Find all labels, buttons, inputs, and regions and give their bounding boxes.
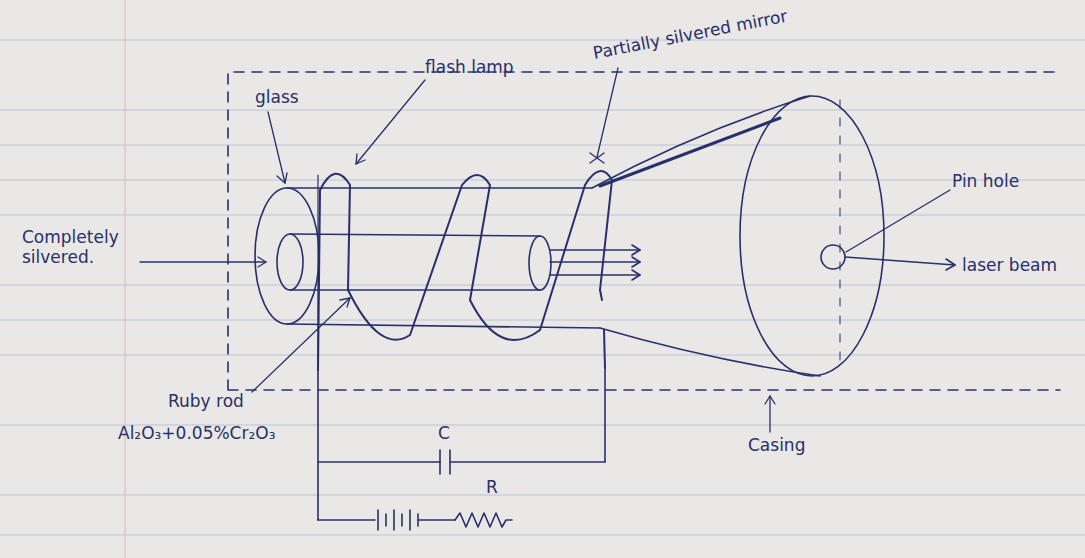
part-label: Ruby rod bbox=[168, 392, 244, 412]
part-label: Pin hole bbox=[952, 172, 1019, 192]
part-label: glass bbox=[255, 88, 299, 108]
pump-circuit bbox=[318, 368, 605, 530]
dashed-enclosure bbox=[228, 72, 1060, 390]
output-laser-beam bbox=[845, 257, 955, 270]
component-label: C bbox=[438, 424, 450, 444]
flash-lamp-coil bbox=[318, 171, 612, 370]
resistor-symbol bbox=[455, 513, 512, 527]
capacitor-symbol bbox=[440, 450, 450, 474]
part-label: flash lamp bbox=[425, 58, 514, 78]
component-label: R bbox=[486, 478, 498, 498]
glass-tube bbox=[255, 188, 600, 328]
rod-output-rays bbox=[550, 245, 640, 280]
pin-hole bbox=[821, 245, 845, 269]
composition-label: Al₂O₃+0.05%Cr₂O₃ bbox=[118, 424, 275, 444]
battery-symbol bbox=[378, 510, 455, 530]
leader-lines bbox=[140, 68, 950, 432]
part-label: Completely silvered. bbox=[22, 228, 137, 267]
casing bbox=[592, 96, 884, 376]
part-label: laser beam bbox=[962, 256, 1057, 276]
part-label: Casing bbox=[748, 436, 805, 456]
part-label: Partially silvered mirror bbox=[591, 7, 789, 64]
